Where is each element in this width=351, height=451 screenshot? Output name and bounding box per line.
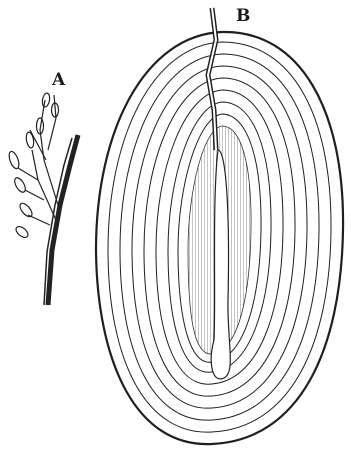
bud: [7, 150, 21, 170]
bud: [25, 132, 35, 149]
bud: [14, 224, 30, 239]
figure-label-a: A: [52, 72, 65, 89]
bud: [18, 201, 34, 218]
figure-label-b: B: [236, 8, 250, 25]
twig-figure-a: [7, 92, 78, 305]
bud: [13, 176, 28, 194]
bud: [41, 92, 50, 107]
ovoid-section-figure-b: [96, 8, 343, 444]
